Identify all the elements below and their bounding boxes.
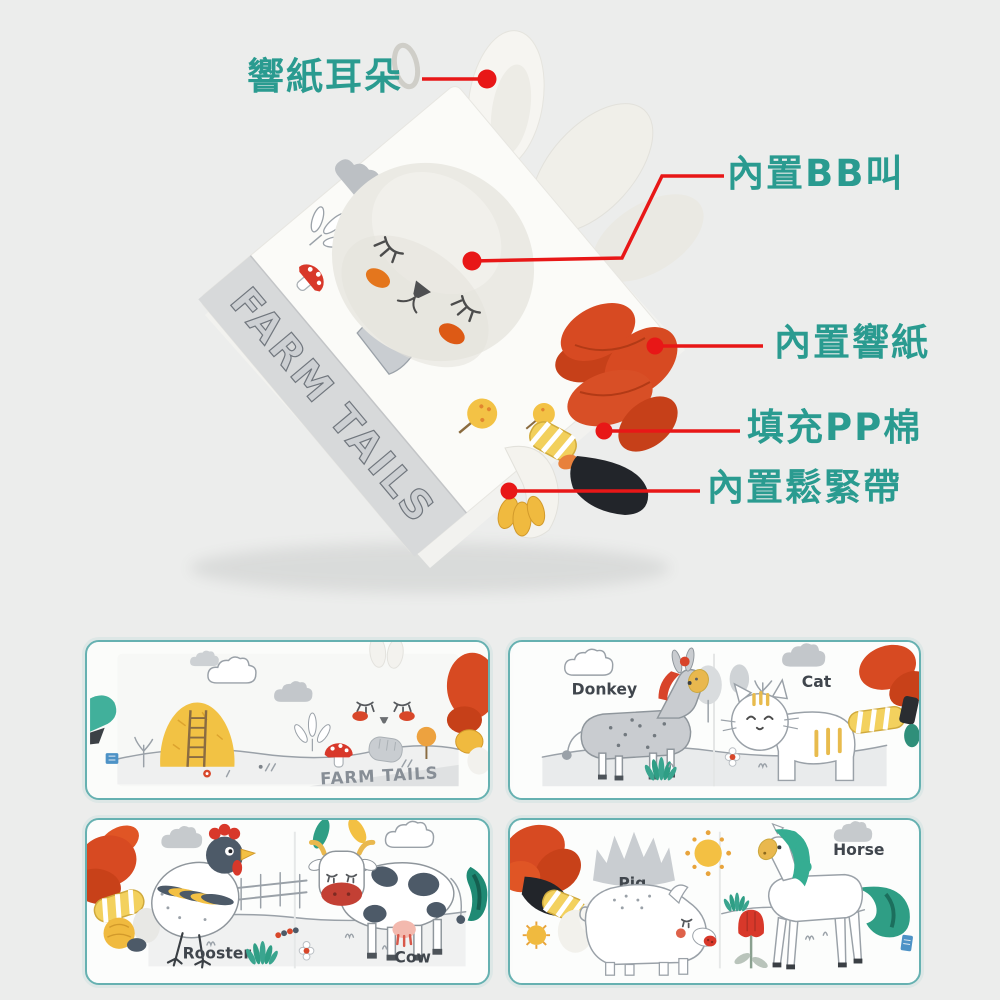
- rooster-drawing: [151, 823, 257, 969]
- black-tab: [899, 696, 919, 725]
- callout-line-bb-squeaker: [471, 174, 724, 263]
- striped-fabric-edge: [93, 889, 145, 923]
- callout-label-elastic-band: 內置鬆緊帶: [707, 466, 902, 509]
- striped-tail-plush: [847, 705, 906, 734]
- cheek: [365, 268, 391, 288]
- fence-drawing: [233, 871, 308, 911]
- cheek: [438, 323, 465, 345]
- sun-drawing: [685, 830, 732, 877]
- label-cow: Cow: [394, 949, 431, 967]
- hanging-loop: [391, 42, 421, 90]
- green-tail-edge: [466, 866, 488, 921]
- red-plush-edge: [87, 825, 139, 905]
- gallery-grid: FARM TAILS Donkey Cat: [85, 640, 921, 985]
- toucan-beak-plush: [570, 456, 649, 515]
- label-donkey: Donkey: [572, 681, 637, 699]
- callout-label-crinkle-ears: 響紙耳朵: [247, 55, 403, 98]
- teal-plush-edge: [90, 695, 117, 732]
- gallery-photo-donkey-cat: Donkey Cat: [508, 640, 921, 800]
- brand-tag: [900, 934, 913, 952]
- cat-drawing: [720, 678, 856, 782]
- tree-drawing-small: [525, 402, 555, 430]
- bunny-ears: [467, 30, 704, 282]
- chicken-foot-plush: [497, 495, 546, 537]
- gallery-photo-rooster-cow: Rooster Cow: [85, 818, 490, 985]
- bare-tree-sketch: [134, 736, 154, 768]
- flower-drawing: [298, 941, 315, 961]
- red-tail-edge: [446, 652, 488, 775]
- label-rooster: Rooster: [183, 945, 252, 963]
- teal-mane: [774, 829, 811, 887]
- nose: [413, 280, 432, 298]
- brand-tag: [105, 753, 119, 764]
- bunny-peek-drawing: [352, 642, 415, 763]
- label-horse: Horse: [833, 841, 884, 859]
- callout-dots: [462, 69, 664, 500]
- tulip-drawing: [734, 909, 768, 969]
- pig-drawing: [579, 883, 717, 976]
- callout-label-crinkle-paper: 內置響紙: [774, 321, 930, 364]
- horse-drawing: [757, 822, 910, 970]
- hero-product-photo: FARM TAILS: [190, 30, 763, 593]
- gallery-photo-pig-horse: Pig Horse: [508, 818, 921, 985]
- teal-tab: [904, 723, 919, 748]
- caterpillar-drawing: [275, 927, 299, 939]
- closed-eyes: [373, 236, 482, 323]
- red-plush-corner: [859, 644, 919, 707]
- tree-drawing: [458, 398, 498, 434]
- flower-drawing: [724, 747, 741, 767]
- callout-label-bb-squeaker: 內置BB叫: [727, 152, 905, 195]
- callout-lines: [422, 77, 763, 493]
- donkey-drawing: [561, 647, 709, 781]
- cover-title-band: [198, 255, 467, 557]
- striped-fabric-plush: [528, 421, 577, 461]
- gray-plush-bit: [132, 907, 161, 943]
- gallery-photo-cover-spread: FARM TAILS: [85, 640, 490, 800]
- small-sun-plush: [522, 921, 551, 949]
- callout-label-pp-cotton: 填充PP棉: [747, 406, 923, 449]
- mouth: [396, 296, 418, 314]
- gray-bush-drawing: [592, 831, 675, 887]
- teal-tail-plush: [856, 886, 910, 938]
- orange-tree-drawing: [416, 726, 437, 759]
- yellow-pom: [103, 917, 135, 949]
- yellow-leaf: [348, 820, 367, 844]
- label-cat: Cat: [802, 673, 832, 691]
- haystack-drawing: [160, 702, 235, 767]
- bunny-head: [331, 162, 535, 368]
- cow-drawing: [308, 839, 466, 961]
